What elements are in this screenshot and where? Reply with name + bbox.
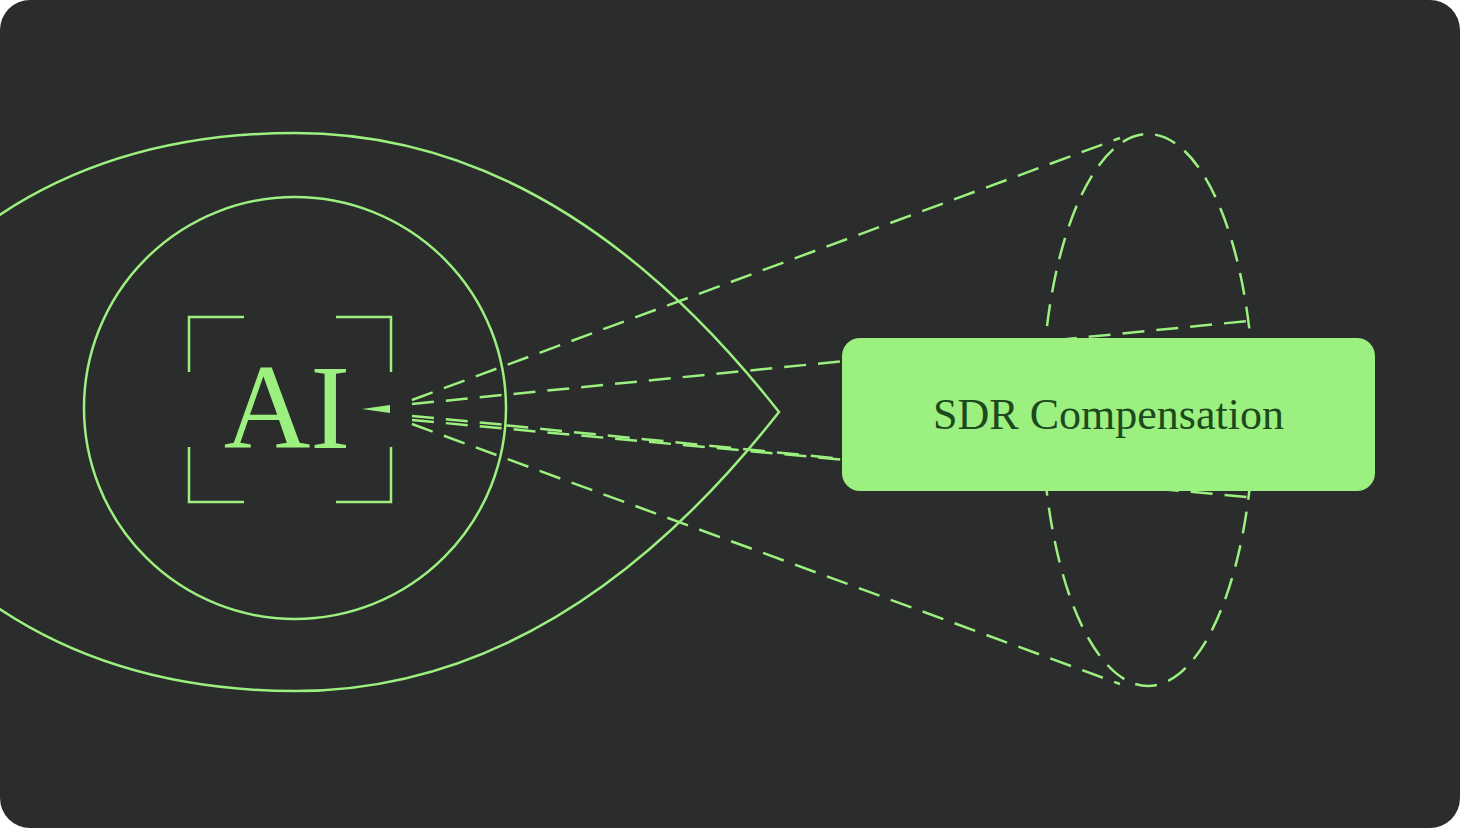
eye-outline — [0, 133, 779, 691]
ai-label: AI — [224, 348, 351, 468]
circle-outline — [84, 197, 506, 619]
ai-circle: AI — [83, 196, 507, 620]
bracket-frame — [189, 317, 391, 502]
label-box: SDR Compensation — [842, 338, 1375, 491]
box-label: SDR Compensation — [933, 393, 1284, 437]
dashed-ray — [506, 425, 842, 458]
pointer-wedge — [362, 405, 390, 413]
